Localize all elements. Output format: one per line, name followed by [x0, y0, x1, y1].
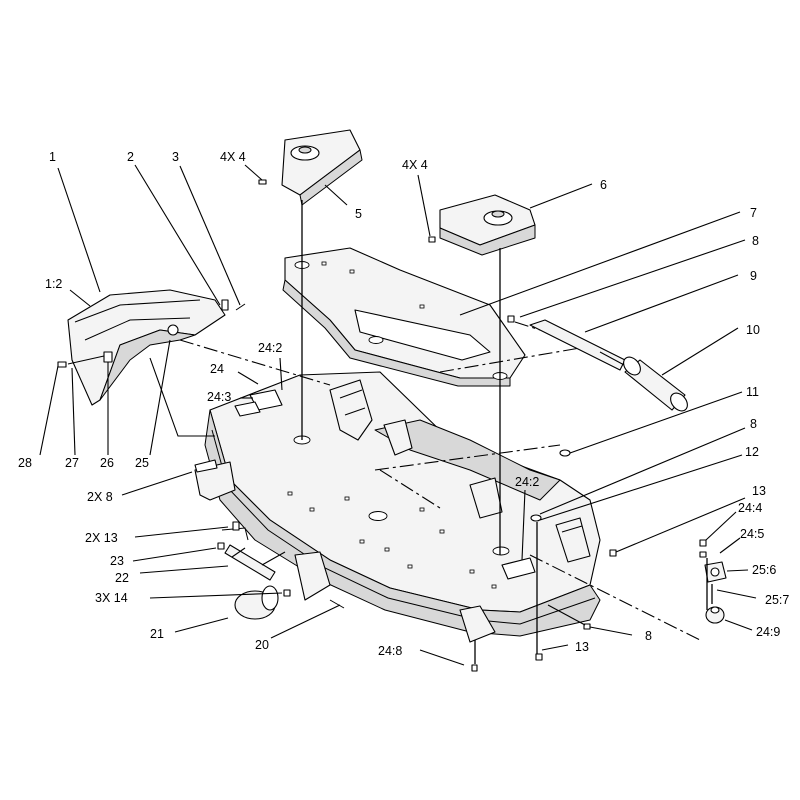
callout-28: 28 [18, 456, 32, 470]
callout-3: 3 [172, 150, 179, 164]
discharge-deflector-1 [67, 289, 226, 406]
callout-11: 11 [746, 385, 759, 399]
bolt-14 [283, 589, 291, 597]
spring-27 [67, 355, 105, 365]
callout-20: 20 [255, 638, 269, 652]
callout-8-bottom: 8 [645, 629, 652, 643]
callout-24-3: 24:3 [207, 390, 231, 404]
bolt-8-top [507, 315, 515, 323]
callout-7: 7 [750, 206, 757, 220]
callout-24-2-left: 24:2 [258, 341, 282, 355]
height-adjuster-assembly [699, 539, 727, 624]
nut-24-4 [699, 539, 707, 547]
callout-4x4-left: 4X 4 [220, 150, 246, 164]
callout-25-7: 25:7 [765, 593, 789, 607]
callout-21: 21 [150, 627, 164, 641]
callout-2x13: 2X 13 [85, 531, 118, 545]
bolt-4-left [258, 179, 267, 185]
nut-13 [609, 549, 617, 557]
front-bracket-right [459, 605, 496, 643]
callout-13-right: 13 [752, 484, 766, 498]
alignment-lines [149, 200, 708, 664]
callout-2x8: 2X 8 [87, 490, 113, 504]
nut-13-bottom [535, 653, 543, 661]
pin-20 [329, 599, 345, 609]
caster-bracket [294, 551, 331, 601]
callout-5: 5 [355, 207, 362, 221]
decal-24-2 [501, 557, 536, 580]
callout-25-6: 25:6 [752, 563, 776, 577]
callout-1-2: 1:2 [45, 277, 62, 291]
callout-10: 10 [746, 323, 760, 337]
callout-24-9: 24:9 [756, 625, 780, 639]
callout-4x4-right: 4X 4 [402, 158, 428, 172]
callout-27: 27 [65, 456, 79, 470]
washer-12 [530, 514, 542, 522]
callout-8-top: 8 [752, 234, 759, 248]
bolt-28 [57, 361, 67, 368]
spacer-26 [103, 351, 113, 363]
callout-23: 23 [110, 554, 124, 568]
bolt-4-right [428, 236, 436, 243]
washer-2 [221, 299, 229, 311]
roller-10 [623, 356, 688, 412]
spindle-hole-center [368, 511, 388, 521]
callout-24: 24 [210, 362, 224, 376]
callout-3x14: 3X 14 [95, 591, 128, 605]
pin-3 [235, 303, 246, 311]
callout-24-5: 24:5 [740, 527, 764, 541]
bushing-25 [167, 324, 179, 336]
cap-11 [559, 449, 571, 457]
callout-2: 2 [127, 150, 134, 164]
callout-13-bottom: 13 [575, 640, 589, 654]
callout-24-2-right: 24:2 [515, 475, 539, 489]
bolt-8-bottom [583, 623, 591, 630]
lift-bracket-rear [555, 517, 591, 563]
mower-deck-housing [194, 371, 601, 643]
callout-24-8: 24:8 [378, 644, 402, 658]
roller-shaft-9 [529, 319, 627, 371]
spindle-hole-right [492, 546, 510, 556]
bolt-13-front [232, 521, 240, 531]
callout-1: 1 [49, 150, 56, 164]
callout-25: 25 [135, 456, 149, 470]
bolt-8-front [194, 459, 218, 473]
callout-24-4: 24:4 [738, 501, 762, 515]
callout-22: 22 [115, 571, 129, 585]
lift-bracket-center [383, 419, 413, 456]
front-bracket-left [194, 461, 236, 501]
callout-26: 26 [100, 456, 114, 470]
spindle-cover-5 [281, 129, 363, 206]
callout-8-mid: 8 [750, 417, 757, 431]
lift-bracket-right [469, 477, 503, 519]
bolt-24-8 [471, 664, 478, 672]
leader-lines [39, 164, 757, 666]
callout-6: 6 [600, 178, 607, 192]
spindle-cover-6 [439, 194, 536, 256]
callout-12: 12 [745, 445, 759, 459]
lift-bracket-left [329, 379, 373, 441]
bolt-23 [217, 542, 225, 550]
callout-9: 9 [750, 269, 757, 283]
washer-24-5 [699, 551, 707, 558]
callout-labels: 1 1:2 2 3 4X 4 4X 4 5 6 7 8 9 10 11 8 12… [18, 150, 789, 658]
belt-shield-7 [282, 247, 526, 387]
caster-wheel-21 [234, 585, 279, 620]
